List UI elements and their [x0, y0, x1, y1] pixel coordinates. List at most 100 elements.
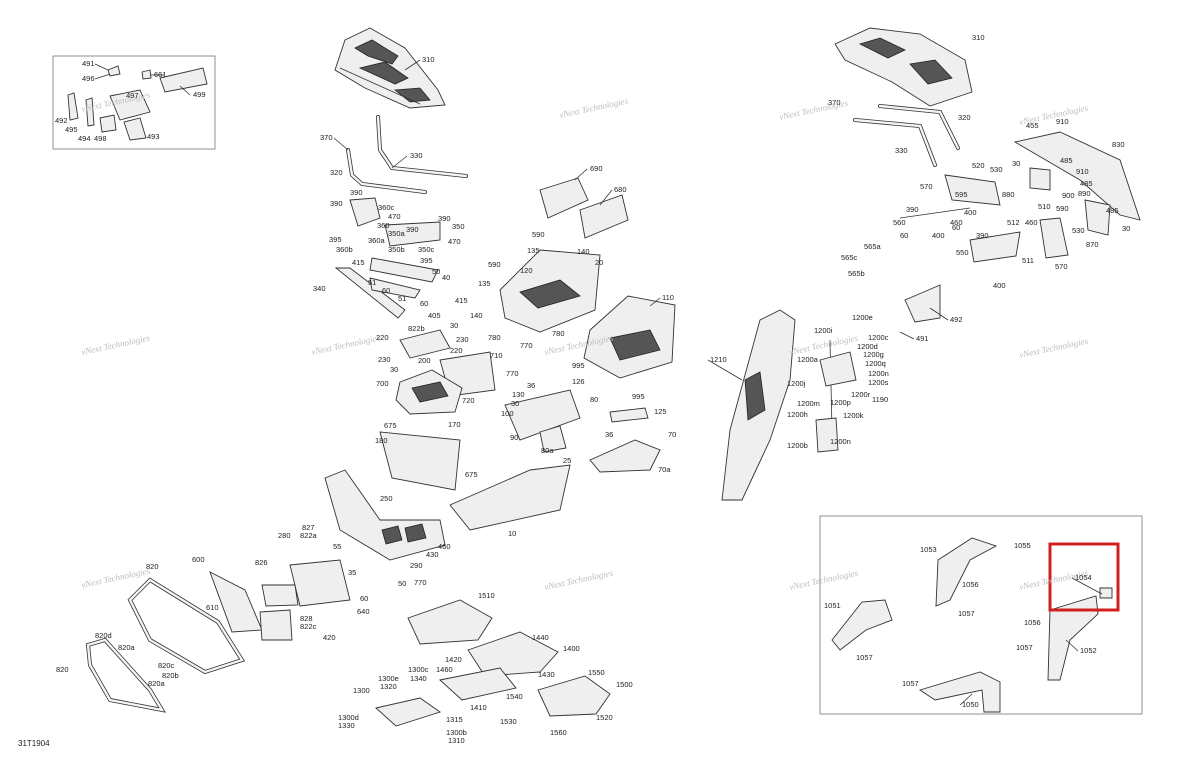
- callout-label: 710: [490, 351, 503, 360]
- callout-label: 60: [900, 231, 908, 240]
- highlight-box-part-1054: [1048, 542, 1120, 612]
- callout-label: 405: [428, 311, 441, 320]
- callout-label: 1510: [478, 591, 495, 600]
- callout-label: 640: [357, 607, 370, 616]
- callout-label: 828: [300, 614, 313, 623]
- callout-label: 30: [511, 399, 519, 408]
- callout-label: 700: [376, 379, 389, 388]
- callout-label: 460: [1025, 218, 1038, 227]
- callout-label: 20: [595, 258, 603, 267]
- callout-label: 595: [955, 190, 968, 199]
- callout-label: 1330: [338, 721, 355, 730]
- callout-label: 1200r: [851, 390, 871, 399]
- side-panel-steering: [721, 309, 857, 501]
- callout-label: 1300d: [338, 713, 359, 722]
- callout-label: 910: [1056, 117, 1069, 126]
- callout-label: 400: [932, 231, 945, 240]
- rack-tubes-left: [346, 115, 468, 194]
- callout-label: 395: [420, 256, 433, 265]
- callout-label: 30: [450, 321, 458, 330]
- callout-label: 60: [360, 594, 368, 603]
- callout-label: 55: [333, 542, 341, 551]
- callout-label: 690: [590, 164, 603, 173]
- callout-label: 470: [448, 237, 461, 246]
- watermark: vNext Technologies: [80, 333, 151, 357]
- callout-label: 491: [82, 59, 95, 68]
- callout-label: 60: [382, 286, 390, 295]
- callout-label: 590: [1056, 204, 1069, 213]
- callout-label: 1050: [962, 700, 979, 709]
- callout-label: 1320: [380, 682, 397, 691]
- callout-label: 995: [632, 392, 645, 401]
- callout-label: 220: [450, 346, 463, 355]
- callout-label: 1300: [353, 686, 370, 695]
- callout-label: 770: [506, 369, 519, 378]
- callout-label: 415: [352, 258, 365, 267]
- callout-label: 565b: [848, 269, 865, 278]
- callout-label: 230: [456, 335, 469, 344]
- callout-label: 1340: [410, 674, 427, 683]
- callout-label: 390: [350, 188, 363, 197]
- callout-label: 995: [572, 361, 585, 370]
- callout-label: 1200q: [865, 359, 886, 368]
- callout-label: 340: [313, 284, 326, 293]
- callout-labels: 491 496 661 497 499 492 495 494 498 493 …: [55, 33, 1130, 745]
- callout-label: 827: [302, 523, 315, 532]
- callout-label: 280: [278, 531, 291, 540]
- callout-label: 1200j: [787, 379, 806, 388]
- callout-label: 330: [895, 146, 908, 155]
- callout-label: 520: [972, 161, 985, 170]
- watermark: vNext Technologies: [310, 333, 381, 357]
- callout-label: 496: [82, 74, 95, 83]
- callout-label: 230: [378, 355, 391, 364]
- callout-label: 600: [192, 555, 205, 564]
- callout-label: 530: [1072, 226, 1085, 235]
- callout-label: 10: [508, 529, 516, 538]
- callout-label: 30: [1122, 224, 1130, 233]
- callout-label: 455: [1026, 121, 1039, 130]
- callout-label: 530: [990, 165, 1003, 174]
- inset-box-mirror-parts: [52, 55, 216, 150]
- callout-label: 822a: [300, 531, 318, 540]
- callout-label: 491: [916, 334, 929, 343]
- callout-label: 820: [56, 665, 69, 674]
- watermark: vNext Technologies: [558, 96, 629, 120]
- callout-label: 880: [1002, 190, 1015, 199]
- brackets-left: [334, 197, 441, 319]
- callout-label: 890: [1078, 189, 1091, 198]
- callout-label: 492: [55, 116, 68, 125]
- callout-label: 493: [147, 132, 160, 141]
- callout-label: 822b: [408, 324, 425, 333]
- inset-box-fender-parts: [819, 515, 1143, 715]
- callout-label: 135: [478, 279, 491, 288]
- callout-label: 550: [956, 248, 969, 257]
- callout-label: 60: [420, 299, 428, 308]
- front-fascia-parts: [395, 329, 496, 415]
- callout-label: 125: [654, 407, 667, 416]
- callout-label: 1300b: [446, 728, 467, 737]
- callout-label: 512: [1007, 218, 1020, 227]
- callout-label: 390: [906, 205, 919, 214]
- callout-label: 830: [1112, 140, 1125, 149]
- watermark: vNext Technologies: [543, 568, 614, 592]
- callout-label: 70a: [658, 465, 671, 474]
- watermark: vNext Technologies: [788, 568, 859, 592]
- callout-label: 390: [406, 225, 419, 234]
- callout-label: 590: [532, 230, 545, 239]
- callout-label: 720: [462, 396, 475, 405]
- callout-label: 130: [512, 390, 525, 399]
- callout-label: 1056: [1024, 618, 1041, 627]
- callout-label: 25: [563, 456, 571, 465]
- callout-label: 870: [1086, 240, 1099, 249]
- callout-label: 360: [377, 221, 390, 230]
- callout-label: 36: [605, 430, 613, 439]
- callout-label: 170: [448, 420, 461, 429]
- callout-label: 822c: [300, 622, 317, 631]
- callout-label: 1300e: [378, 674, 399, 683]
- callout-label: 30: [1012, 159, 1020, 168]
- callout-label: 360c: [378, 203, 395, 212]
- callout-label: 675: [384, 421, 397, 430]
- callout-label: 460: [950, 218, 963, 227]
